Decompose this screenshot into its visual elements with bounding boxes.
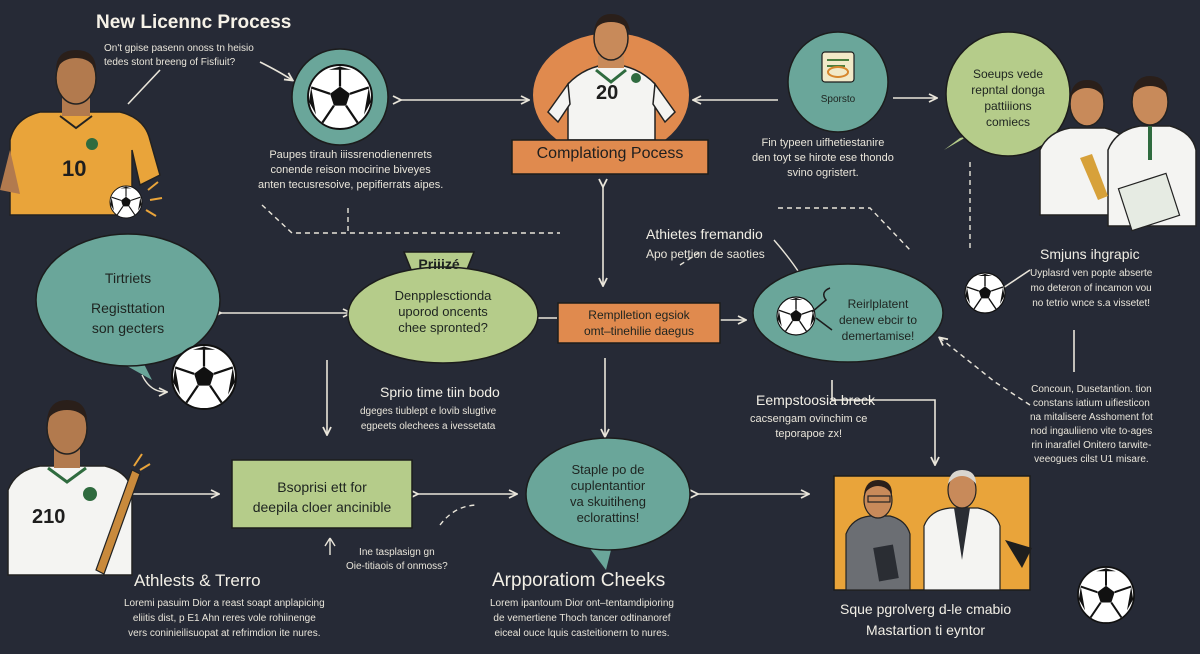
bottom-left-title: Athlests & Trerro — [134, 571, 261, 590]
bottom-left-player — [7, 400, 151, 576]
prize-text: Denpplesctionda uporod oncents chee spro… — [394, 288, 492, 335]
left-ball-icon — [172, 345, 236, 409]
oval-sketch-lines — [811, 287, 833, 331]
athletes-note-title: Athietes fremandio — [646, 226, 763, 242]
line-note-to-player — [127, 69, 161, 105]
right-oval-shape — [752, 263, 944, 363]
mid-box-shape — [557, 302, 721, 344]
dash-athletes-link — [679, 251, 701, 266]
arrow-oval-to-photo — [831, 380, 935, 464]
center-player-illustration — [511, 14, 709, 175]
middle-note-text: dgeges tiublept e lovib slugtive egpeets… — [360, 406, 497, 432]
bottom-right-subtitle: Mastartion ti eyntor — [866, 622, 986, 638]
arrow-note-to-ball — [259, 61, 292, 80]
intro-note: On't gpise pasenn onoss tn heisio tedes … — [104, 43, 254, 68]
prize-title: Priiizé — [418, 256, 460, 272]
far-right-note: Concoun, Dusetantion. tion constans iati… — [1030, 384, 1153, 465]
bottom-right-title: Sque pgrolverg d-le cmabio — [840, 601, 1012, 617]
middle-right-note-title: Eempstoosia breck — [756, 392, 876, 408]
dash-right-link — [940, 338, 1031, 406]
connector-lines — [127, 61, 1075, 494]
top-left-caption: Paupes tirauh iiissrenodienenrets conend… — [258, 149, 444, 191]
bottom-center-title: Arpporatiom Cheeks — [492, 570, 666, 591]
bottom-right-photo — [833, 470, 1032, 591]
bottom-left-text: Loremi pasuim Dior a reast soapt anplapi… — [124, 598, 325, 639]
page-title: New Licennc Process — [96, 12, 292, 33]
middle-right-note-text: cacsengam ovinchim ce teporapoe zx! — [750, 413, 868, 440]
dash-question-link — [439, 504, 479, 526]
bottom-bubble-shape — [525, 437, 691, 570]
small-question: Ine tasplasign gn Oie-titiaois of onmoss… — [346, 547, 448, 572]
mid-box-text: Remplletion egsiok omt–tinehilie daegus — [583, 308, 695, 338]
bottom-left-box-text: Bsoprisi ett for deepila cloer ancinible — [252, 479, 392, 515]
dash-caption-link — [261, 204, 560, 234]
center-label-box — [511, 139, 709, 175]
right-oval-text: Reirlplatent denew ebcir to demertamise! — [838, 297, 918, 343]
right-ball-icon — [965, 273, 1005, 313]
small-ball-top-left — [110, 186, 142, 218]
left-bubble-line1: Tirtriets — [104, 270, 152, 286]
curve-bubble-to-ball — [141, 374, 166, 392]
center-process-label: Complationg Pocess — [536, 145, 684, 162]
sports-badge — [787, 31, 889, 133]
middle-note-title: Sprio time tiin bodo — [380, 384, 500, 400]
athletes-note-text: Apo pettion de saoties — [646, 247, 765, 261]
top-right-players — [1039, 76, 1197, 232]
sports-badge-label: Sporsto — [820, 94, 856, 105]
top-left-jersey-number: 10 — [62, 156, 87, 181]
center-jersey-number: 20 — [596, 82, 619, 104]
top-right-bubble-shape — [944, 31, 1071, 157]
top-ball-icon — [308, 65, 372, 129]
bottom-left-box-shape — [231, 459, 413, 529]
bottom-left-jersey-number: 210 — [32, 506, 66, 528]
right-heading-title: Smjuns ihgrapic — [1040, 246, 1140, 262]
left-bubble-line2: Registtation son gecters — [91, 300, 165, 336]
bottom-right-ball-icon — [1078, 567, 1134, 623]
top-right-bubble-text: Soeups vede repntal donga pattiiions com… — [971, 67, 1045, 129]
small-up-arrow — [324, 537, 336, 555]
motion-lines — [145, 181, 163, 217]
bottom-center-text: Lorem ipantoum Dior ont–tentamdipioring … — [490, 598, 674, 639]
bottom-bubble-text: Staple po de cuplentantior va skuitiheng… — [570, 462, 646, 525]
dashed-connectors — [261, 162, 1031, 526]
right-heading-text: Uyplasrd ven popte abserte mo deteron of… — [1030, 268, 1153, 309]
prize-shape — [347, 251, 539, 364]
sports-caption: Fin typeen uifhetiestanire den toyt se h… — [752, 137, 894, 179]
oval-ball-icon — [777, 297, 815, 335]
line-ball-to-heading — [999, 269, 1031, 291]
left-bubble-shape — [35, 233, 221, 380]
dash-sports-link — [778, 207, 911, 251]
